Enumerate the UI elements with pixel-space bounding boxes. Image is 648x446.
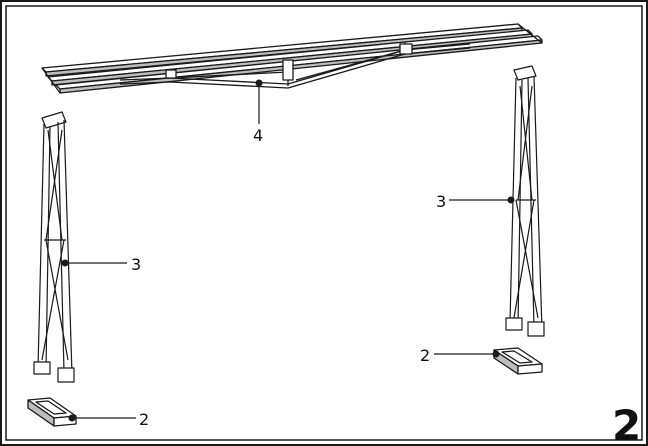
callout-label-left-base: 2 <box>139 410 149 429</box>
truss-beam <box>41 23 543 94</box>
callout-label-right-column: 3 <box>436 192 446 211</box>
inner-border <box>5 5 643 441</box>
callout-left-base: 2 <box>68 410 149 429</box>
callout-label-right-base: 2 <box>420 346 430 365</box>
callout-right-base: 2 <box>420 346 500 365</box>
right-column <box>505 65 545 337</box>
step-number: 2 <box>612 401 641 446</box>
right-base <box>493 347 543 375</box>
left-column <box>33 111 75 383</box>
callout-label-truss-beam: 4 <box>253 126 263 145</box>
callout-right-column: 3 <box>436 192 515 211</box>
callout-truss-beam: 4 <box>253 79 263 145</box>
callout-label-left-column: 3 <box>131 255 141 274</box>
left-base <box>27 397 77 427</box>
callout-left-column: 3 <box>61 255 141 274</box>
